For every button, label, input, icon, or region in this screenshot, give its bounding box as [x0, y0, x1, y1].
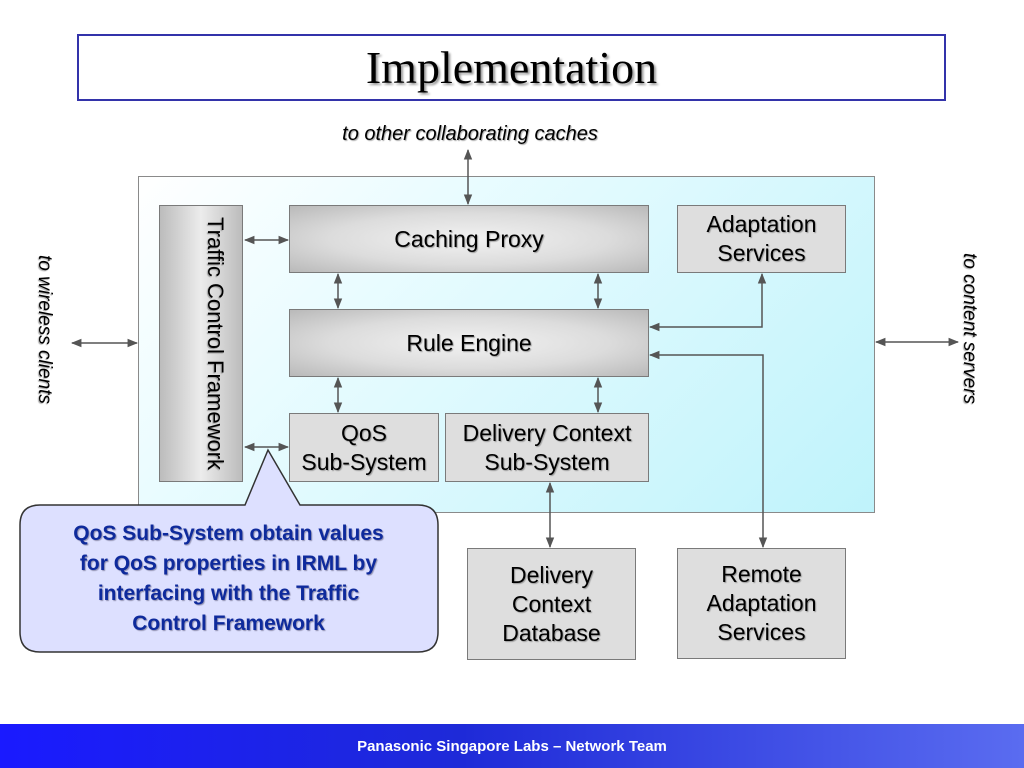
qos-subsystem-label-line1: QoS	[340, 419, 388, 446]
delivery-db-label-line1: Delivery	[509, 561, 594, 588]
callout-line3: interfacing with the Traffic	[97, 582, 360, 605]
delivery-context-label-line2: Sub-System	[484, 448, 610, 475]
callout-line1: QoS Sub-System obtain values	[73, 522, 384, 545]
callout-bubble	[19, 448, 439, 653]
delivery-context-database-box: Delivery Context Database	[467, 548, 636, 660]
arrow-rule-adaptation	[648, 272, 767, 332]
callout-text: QoS Sub-System obtain values for QoS pro…	[26, 519, 431, 639]
rule-engine-box: Rule Engine	[289, 309, 649, 377]
remote-adaptation-label-line2: Adaptation	[706, 590, 817, 616]
arrow-rule-remote	[648, 350, 768, 549]
remote-adaptation-services-box: Remote Adaptation Services	[677, 548, 846, 659]
caching-proxy-box: Caching Proxy	[289, 205, 649, 273]
traffic-control-label: Traffic Control Framework	[203, 216, 228, 471]
delivery-context-label-line1: Delivery Context	[462, 419, 632, 446]
remote-adaptation-label-line1: Remote	[721, 561, 802, 587]
adaptation-services-label-line2: Services	[717, 240, 806, 266]
page-title: Implementation	[365, 42, 658, 93]
callout-line2: for QoS properties in IRML by	[79, 552, 378, 575]
delivery-db-label-line2: Context	[511, 590, 592, 617]
label-content-servers: to content servers	[959, 253, 980, 405]
adaptation-services-box: Adaptation Services	[677, 205, 846, 273]
delivery-db-label-line3: Database	[502, 619, 601, 646]
title-box: Implementation	[77, 34, 946, 101]
qos-subsystem-box: QoS Sub-System	[289, 413, 439, 482]
label-wireless-clients: to wireless clients	[34, 255, 55, 404]
footer-text: Panasonic Singapore Labs – Network Team	[357, 737, 667, 755]
traffic-control-framework-box: Traffic Control Framework	[159, 205, 243, 482]
qos-subsystem-label-line2: Sub-System	[301, 448, 427, 475]
delivery-context-subsystem-box: Delivery Context Sub-System	[445, 413, 649, 482]
remote-adaptation-label-line3: Services	[717, 619, 806, 645]
rule-engine-label: Rule Engine	[406, 329, 532, 356]
footer-bar: Panasonic Singapore Labs – Network Team	[0, 724, 1024, 768]
adaptation-services-label-line1: Adaptation	[706, 211, 817, 237]
caching-proxy-label: Caching Proxy	[394, 225, 544, 252]
callout-line4: Control Framework	[132, 612, 325, 635]
label-collaborating-caches: to other collaborating caches	[342, 123, 598, 145]
